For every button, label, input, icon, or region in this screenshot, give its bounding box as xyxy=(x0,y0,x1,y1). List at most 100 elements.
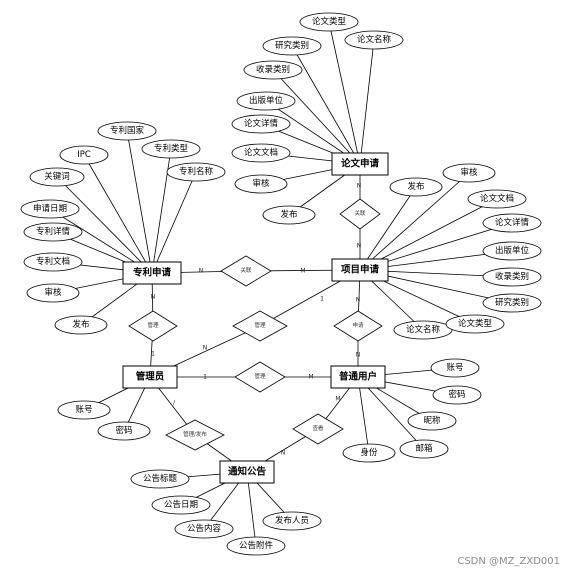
attribute-ellipse xyxy=(59,145,109,165)
attribute-ellipse xyxy=(482,267,542,287)
attribute-ellipse xyxy=(482,241,542,261)
attribute-ellipse xyxy=(299,12,359,32)
attribute-label: 研究类别 xyxy=(495,297,529,308)
relationship-label: 管理 xyxy=(254,372,266,380)
attribute-ellipse xyxy=(23,252,83,272)
relationship-diamond xyxy=(165,419,225,451)
attribute-label: 密码 xyxy=(115,425,132,436)
attribute-ellipse xyxy=(226,536,286,556)
cardinality-label: N xyxy=(281,450,286,457)
relationship-label: 关联 xyxy=(240,266,252,274)
entity-label-patent: 专利申请 xyxy=(133,267,172,279)
attribute-label: 专利文档 xyxy=(36,256,70,267)
attribute-label: 关键词 xyxy=(44,171,70,182)
attribute-link xyxy=(246,471,257,547)
entity-box-patent xyxy=(122,261,182,285)
cardinality-label: N xyxy=(199,268,204,275)
attribute-ellipse xyxy=(174,519,234,539)
attribute-label: 申请日期 xyxy=(33,203,67,214)
attribute-label: 公告日期 xyxy=(164,499,198,510)
attribute-ellipse xyxy=(130,469,190,489)
relationship-label: 管理 xyxy=(147,321,159,329)
relationship-diamond xyxy=(333,310,383,342)
attribute-label: 专利类型 xyxy=(154,143,189,154)
attribute-label: 收录类别 xyxy=(495,271,529,282)
entity-label-notice: 通知公告 xyxy=(228,466,267,478)
attribute-link xyxy=(272,69,361,165)
attribute-ellipse xyxy=(342,443,396,463)
attribute-link xyxy=(359,198,498,271)
attribute-ellipse xyxy=(399,439,449,459)
attribute-label: 发布 xyxy=(407,181,424,192)
relationship-label: 管理 xyxy=(254,321,266,329)
attribute-ellipse xyxy=(151,495,211,515)
attribute-ellipse xyxy=(442,163,496,183)
attribute-label: 论文类型 xyxy=(312,16,347,27)
cardinality-label: N xyxy=(356,352,361,359)
attribute-ellipse xyxy=(389,177,443,197)
attribute-label: 出版单位 xyxy=(495,245,530,256)
attribute-ellipse xyxy=(20,199,80,219)
attribute-ellipse xyxy=(445,314,505,334)
attribute-label: 论文名称 xyxy=(406,324,441,335)
attribute-ellipse xyxy=(166,162,226,182)
attribute-ellipse xyxy=(23,222,83,242)
attribute-ellipse xyxy=(432,385,482,405)
relationship-label: 关联 xyxy=(354,209,366,217)
relationship-diamond xyxy=(292,413,344,445)
relationship-diamond xyxy=(339,198,381,230)
attribute-label: 专利详情 xyxy=(36,226,71,237)
attribute-link xyxy=(83,154,153,274)
cardinality-label: N xyxy=(151,294,156,301)
cardinality-label: N xyxy=(357,183,362,190)
attribute-label: IPC xyxy=(77,150,91,160)
attribute-link xyxy=(126,130,153,274)
attribute-label: 昵称 xyxy=(423,415,441,426)
attribute-label: 公告标题 xyxy=(143,473,178,484)
attribute-link xyxy=(151,171,197,274)
attribute-link xyxy=(357,376,425,450)
attribute-ellipse xyxy=(467,189,527,209)
cardinality-label: N xyxy=(357,243,362,250)
attribute-link xyxy=(291,45,361,165)
attribute-label: 审核 xyxy=(252,178,270,189)
attribute-label: 密码 xyxy=(448,389,465,400)
attribute-link xyxy=(56,176,153,274)
attribute-label: 账号 xyxy=(446,363,463,373)
attribute-ellipse xyxy=(262,205,316,225)
relationship-label: 管理/发布 xyxy=(183,430,207,438)
attribute-label: 论文文档 xyxy=(244,147,278,158)
relationship-diamond xyxy=(232,310,288,342)
attribute-label: 公告内容 xyxy=(187,523,222,534)
attribute-link xyxy=(357,376,370,454)
attribute-ellipse xyxy=(231,114,291,134)
entity-box-paper xyxy=(331,152,389,176)
attribute-label: 收录类别 xyxy=(256,64,290,75)
attribute-link xyxy=(359,186,417,271)
attribute-ellipse xyxy=(97,121,157,141)
attribute-label: 身份 xyxy=(360,447,378,458)
attribute-label: 论文文档 xyxy=(480,193,514,204)
entity-label-admin: 管理员 xyxy=(136,371,165,383)
relationship-label: 申请 xyxy=(352,321,364,329)
cardinality-label: 1 xyxy=(203,374,207,381)
attribute-label: 论文类型 xyxy=(458,318,493,329)
cardinality-label: M xyxy=(335,396,340,403)
attribute-ellipse xyxy=(97,421,151,441)
attribute-label: 发布 xyxy=(72,319,89,330)
cardinality-label: N xyxy=(356,297,361,304)
relationship-diamond xyxy=(128,310,178,342)
entity-box-notice xyxy=(219,460,275,484)
attribute-label: 专利国家 xyxy=(110,125,145,136)
attribute-link xyxy=(359,39,375,165)
attribute-ellipse xyxy=(482,293,542,313)
attribute-label: 论文详情 xyxy=(244,118,279,129)
entity-box-project xyxy=(331,258,389,282)
attribute-label: 审核 xyxy=(44,287,62,298)
attribute-label: 公告附件 xyxy=(239,540,274,551)
attribute-label: 专利名称 xyxy=(179,166,214,177)
entity-box-user xyxy=(330,365,386,389)
attribute-ellipse xyxy=(262,36,322,56)
attribute-ellipse xyxy=(344,30,404,50)
